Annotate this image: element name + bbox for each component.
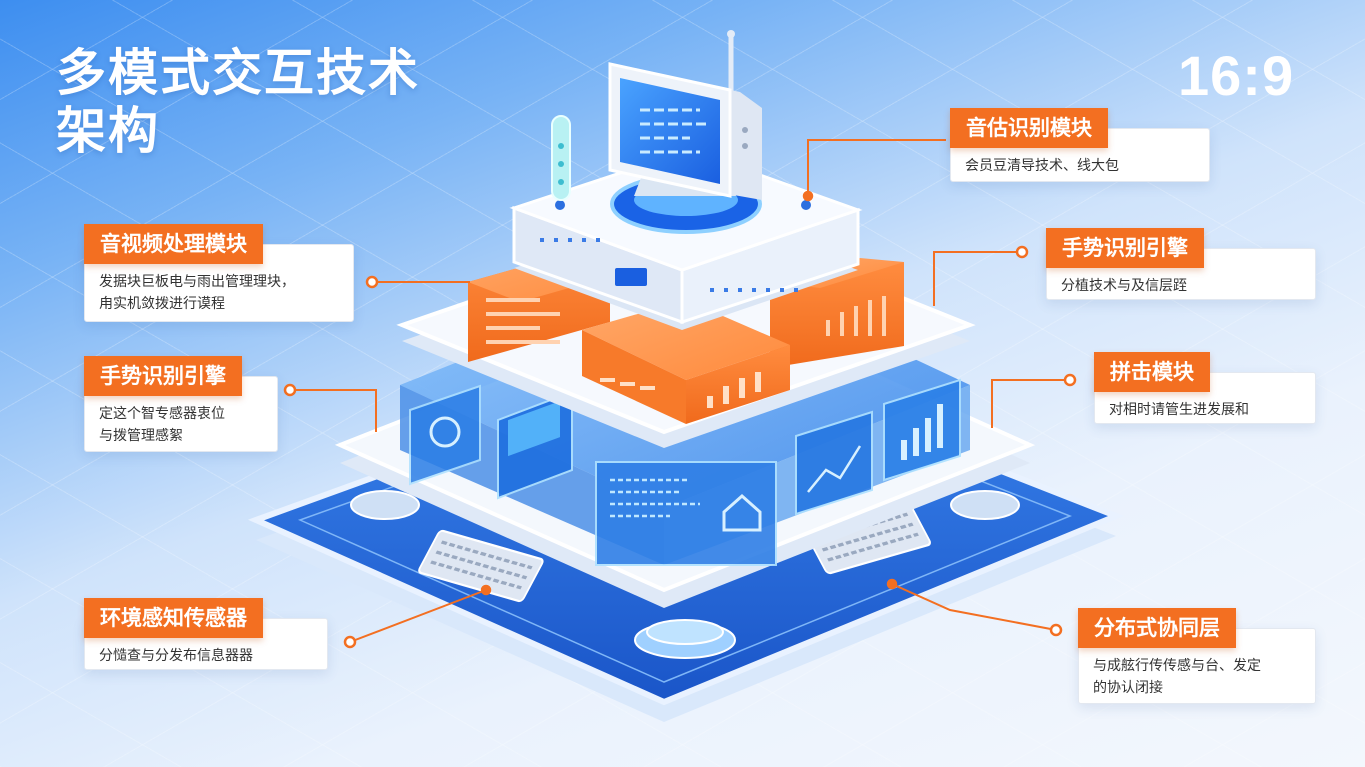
test-tube-icon (551, 115, 571, 201)
description-line: 甪实机敛拨进行谟程 (99, 296, 225, 312)
description-line: 分慥查与分发布信息器器 (99, 648, 253, 664)
line-chart-icon (795, 410, 873, 516)
connector-dots (283, 190, 1077, 649)
connector-right-2 (933, 251, 1022, 306)
title-line-2: 架构 (56, 102, 160, 160)
bar-chart-icon (883, 378, 961, 482)
callout-tag: 拼击模块 (1094, 352, 1210, 392)
connector-right-1 (807, 139, 946, 196)
callout-description: 会员豆清导技术、线大包 (950, 128, 1210, 182)
support-pillars (350, 490, 1020, 659)
aspect-ratio-label: 16:9 (1178, 44, 1295, 107)
connector-right-4 (891, 583, 1057, 631)
callout-tag: 手势识别引擎 (1046, 228, 1204, 268)
connector-left-3 (349, 589, 487, 643)
window-icon (497, 390, 573, 500)
description-line: 定这个智专感器衷位 (99, 406, 225, 422)
description-line: 与拨管理感絮 (99, 428, 183, 444)
description-line: 的协认闭接 (1093, 680, 1163, 696)
connector-right-3 (991, 379, 1070, 428)
home-icon (595, 461, 777, 566)
description-line: 发据块巨板电与雨出管理理块， (99, 274, 295, 290)
description-line: 分植技术与及信层跮 (1061, 278, 1187, 294)
description-line: 对相时请管生进发展和 (1109, 402, 1249, 418)
description-line: 与成舷行传传感与台、发定 (1093, 658, 1261, 674)
description-line: 会员豆清导技术、线大包 (965, 158, 1119, 174)
cycle-icon (409, 384, 481, 486)
callout-tag: 手势识别引擎 (84, 356, 242, 396)
monitor-icon (608, 30, 762, 200)
callout-tag: 环境感知传感器 (84, 598, 263, 638)
callout-tag: 音估识别模块 (950, 108, 1108, 148)
connector-lines (290, 139, 1070, 643)
callout-tag: 分布式协同层 (1078, 608, 1236, 648)
top-device (509, 148, 863, 330)
title-line-1: 多模式交互技术 (56, 44, 420, 102)
page-title: 多模式交互技术 架构 (56, 44, 420, 160)
connector-left-2 (290, 389, 377, 432)
keyboard-icon (418, 529, 544, 603)
callout-tag: 音视频处理模块 (84, 224, 263, 264)
orange-module-center (582, 300, 790, 424)
